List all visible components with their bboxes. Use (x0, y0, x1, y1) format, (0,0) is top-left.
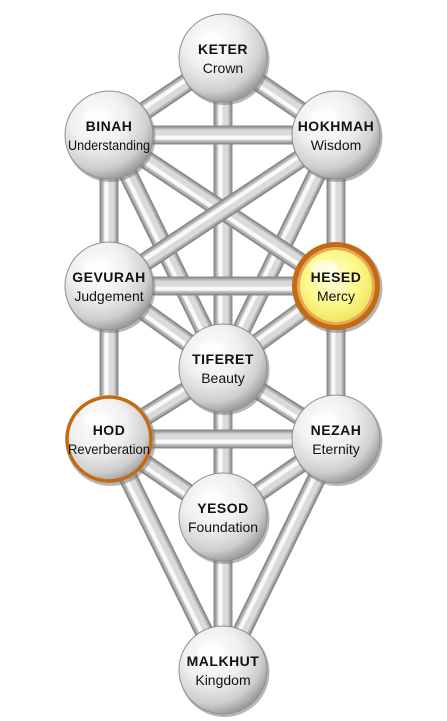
sefirah-hod: HOD Reverberation (65, 395, 156, 486)
sefirah-title: HOD (93, 422, 126, 438)
sefirah-malkhut: MALKHUT Kingdom (178, 625, 270, 717)
sefirah-subtitle: Mercy (317, 288, 355, 304)
sefirah-hokhmah: HOKHMAH Wisdom (291, 90, 383, 182)
sefirah-title: HESED (311, 269, 362, 285)
sefirah-yesod: YESOD Foundation (178, 472, 270, 564)
sefirah-subtitle: Understanding (68, 137, 150, 153)
sefirah-subtitle: Reverberation (68, 441, 150, 457)
sefirah-subtitle: Foundation (188, 519, 258, 535)
sefirah-binah: BINAH Understanding (64, 90, 156, 182)
sefirah-subtitle: Eternity (312, 441, 359, 457)
sefirah-title: HOKHMAH (298, 118, 375, 134)
sefirah-subtitle: Wisdom (311, 137, 362, 153)
sefirah-gevurah: GEVURAH Judgement (64, 241, 156, 333)
sefirah-title: NEZAH (311, 422, 362, 438)
sefirah-title: BINAH (86, 118, 133, 134)
sefirah-subtitle: Kingdom (195, 672, 250, 688)
sefirah-nezah: NEZAH Eternity (291, 394, 383, 486)
sefirah-title: GEVURAH (72, 269, 146, 285)
sefirah-tiferet: TIFERET Beauty (178, 323, 270, 415)
sefirah-keter: KETER Crown (178, 13, 270, 105)
sefirah-title: YESOD (197, 500, 249, 516)
sefirah-title: KETER (198, 41, 248, 57)
sefirah-subtitle: Crown (203, 60, 243, 76)
sefirah-title: MALKHUT (187, 653, 260, 669)
sefirah-hesed: HESED Mercy (292, 242, 383, 333)
path-hokhmah-gevurah (103, 127, 342, 294)
sefirah-subtitle: Beauty (201, 370, 245, 386)
sefirah-title: TIFERET (192, 351, 254, 367)
sefirah-subtitle: Judgement (74, 288, 143, 304)
